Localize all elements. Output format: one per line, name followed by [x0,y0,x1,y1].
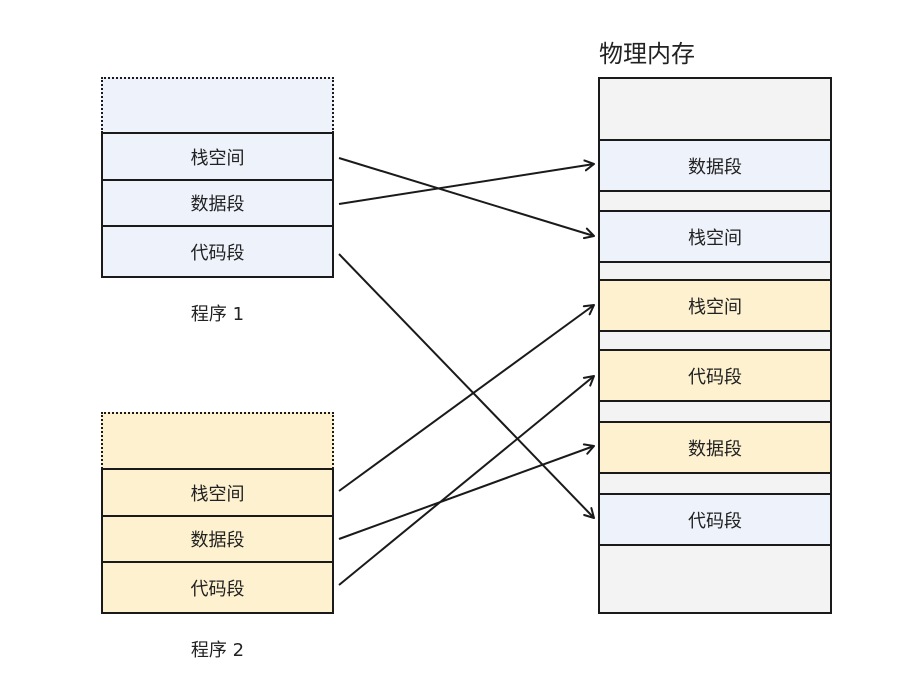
program1-divider-2 [101,225,334,227]
program1-divider-top [101,132,334,134]
program1-code-segment: 代码段 [190,242,245,264]
program2-free-area [101,412,334,469]
memory-block-2-stack-segment: 栈空间 [598,210,832,263]
program1-label: 程序 1 [190,304,245,325]
program2-stack-segment: 栈空间 [190,483,245,505]
program1-stack-segment: 栈空间 [190,147,245,169]
program1-data-segment: 数据段 [190,194,245,215]
program2-divider-top [101,468,334,470]
memory-block-1-data-segment: 数据段 [598,139,832,192]
program2-divider-2 [101,561,334,563]
arrow-p2-data-to-memory [338,443,595,540]
memory-block-6-code-segment: 代码段 [598,493,832,546]
physical-memory-title: 物理内存 [599,40,695,68]
program1-free-area [101,77,334,133]
program2-data-segment: 数据段 [190,530,245,551]
program2-divider-1 [101,515,334,517]
memory-block-3-stack-segment: 栈空间 [598,279,832,332]
arrow-p2-code-to-memory [338,375,595,586]
arrow-p1-data-to-memory [338,159,595,205]
memory-block-5-data-segment: 数据段 [598,421,832,474]
program2-label: 程序 2 [190,640,245,661]
arrow-p1-stack-to-memory [338,157,595,240]
arrow-p2-stack-to-memory [338,304,595,492]
program2-segments-box [101,468,334,614]
arrow-p1-code-to-memory [338,253,595,519]
program2-code-segment: 代码段 [190,578,245,600]
program1-divider-1 [101,179,334,181]
memory-block-4-code-segment: 代码段 [598,349,832,402]
